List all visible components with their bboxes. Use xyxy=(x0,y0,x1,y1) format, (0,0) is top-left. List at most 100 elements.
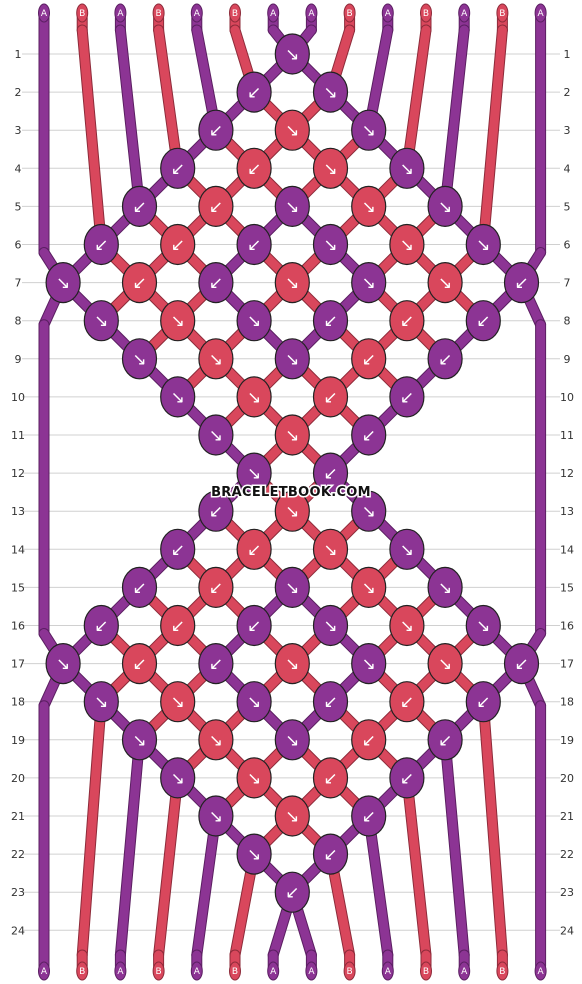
knot-shape xyxy=(312,71,349,113)
knot-arrow: ↙ xyxy=(323,769,337,789)
row-number-right: 9 xyxy=(564,353,571,366)
knot-arrow: ↘ xyxy=(438,197,452,217)
knot-arrow: ↘ xyxy=(56,655,70,675)
knot: ↙ xyxy=(198,185,234,227)
knot: ↘ xyxy=(274,490,310,532)
knot-arrow: ↙ xyxy=(209,502,223,522)
knot: ↙ xyxy=(236,147,272,189)
row-number-right: 21 xyxy=(560,810,574,823)
knot-shape xyxy=(274,490,310,532)
knot: ↘ xyxy=(198,414,234,456)
string-label-bottom-marker xyxy=(114,961,127,981)
knot-shape xyxy=(427,719,463,761)
knot-shape xyxy=(389,147,425,189)
knot: ↘ xyxy=(312,71,349,113)
knot-shape xyxy=(160,604,196,647)
knot: ↘ xyxy=(312,147,349,189)
knot: ↘ xyxy=(274,262,310,304)
knot: ↙ xyxy=(198,642,234,685)
string-label-top: A xyxy=(194,9,201,19)
string-label-top-marker xyxy=(381,3,394,23)
string-label-top-marker xyxy=(534,3,547,23)
knot-shape xyxy=(274,566,310,609)
knot: ↙ xyxy=(274,871,310,913)
row-number-right: 1 xyxy=(564,48,571,61)
knot-shape xyxy=(236,71,272,113)
knot-shape xyxy=(274,338,310,380)
knot-arrow: ↘ xyxy=(438,655,452,675)
knot-arrow: ↘ xyxy=(285,45,299,65)
knot-shape xyxy=(83,223,119,266)
knot-shape xyxy=(274,262,310,304)
knot: ↘ xyxy=(351,109,387,151)
knot-arrow: ↘ xyxy=(400,540,414,560)
knot: ↙ xyxy=(160,147,196,189)
thread-segment xyxy=(192,811,221,960)
knot-arrow: ↙ xyxy=(132,197,146,217)
knot-shape xyxy=(351,109,387,151)
knot-arrow: ↙ xyxy=(400,388,414,408)
knot: ↘ xyxy=(351,185,387,227)
knot: ↘ xyxy=(121,719,158,761)
knot: ↘ xyxy=(45,262,81,304)
knot-shape xyxy=(198,262,234,304)
knot-arrow: ↘ xyxy=(247,845,261,865)
knot-arrow: ↙ xyxy=(132,655,146,675)
knot-arrow: ↙ xyxy=(209,197,223,217)
string-label-top: B xyxy=(347,9,353,19)
knot-arrow: ↙ xyxy=(247,159,261,179)
knot-arrow: ↘ xyxy=(132,731,146,751)
knots: ↘↙↘↙↘↘↙↙↘↘↙↙↘↘↘↙↙↙↘↘↘↘↙↙↘↘↘↙↘↘↘↙↙↙↘↘↘↙↙↘… xyxy=(45,33,540,913)
row-number-right: 7 xyxy=(564,277,571,290)
row-number-right: 8 xyxy=(564,315,571,328)
knot-shape xyxy=(427,262,463,304)
row-number-left: 13 xyxy=(11,505,25,518)
knot-shape xyxy=(83,300,119,342)
knot-arrow: ↘ xyxy=(285,578,299,598)
row-number-right: 12 xyxy=(560,467,574,480)
knot-arrow: ↙ xyxy=(514,655,528,675)
knot: ↘ xyxy=(274,642,310,685)
knot: ↙ xyxy=(503,262,540,304)
thread-segment xyxy=(440,735,469,960)
knot-shape xyxy=(274,109,310,151)
knot-arrow: ↘ xyxy=(209,807,223,827)
knot-arrow: ↘ xyxy=(94,312,108,332)
knot-shape xyxy=(274,795,310,837)
knot-arrow: ↙ xyxy=(362,731,376,751)
knot: ↘ xyxy=(389,223,425,266)
knot: ↙ xyxy=(198,566,234,609)
knot-arrow: ↘ xyxy=(171,693,185,713)
thread-segment xyxy=(77,697,106,960)
knot-arrow: ↘ xyxy=(285,655,299,675)
knot-arrow: ↘ xyxy=(362,197,376,217)
knot-arrow: ↙ xyxy=(323,464,337,484)
knot: ↘ xyxy=(236,376,272,418)
string-label-bottom: B xyxy=(156,967,162,977)
knot-arrow: ↘ xyxy=(285,502,299,522)
knot: ↙ xyxy=(312,452,349,494)
thread-segment xyxy=(115,25,144,211)
knot-shape xyxy=(198,414,234,456)
knot-arrow: ↙ xyxy=(285,883,299,903)
knot: ↙ xyxy=(312,300,349,342)
string-label-bottom: A xyxy=(461,967,468,977)
knot-shape xyxy=(312,452,349,494)
string-label-top-marker xyxy=(38,3,50,23)
knot-arrow: ↘ xyxy=(285,426,299,446)
knot-arrow: ↙ xyxy=(362,807,376,827)
string-label-bottom: A xyxy=(194,967,201,977)
row-number-left: 3 xyxy=(15,124,22,137)
knot: ↙ xyxy=(351,719,387,761)
knot-shape xyxy=(351,795,387,837)
knot-arrow: ↘ xyxy=(362,121,376,141)
knot-arrow: ↘ xyxy=(400,236,414,256)
row-number-right: 16 xyxy=(560,620,574,633)
string-label-bottom: B xyxy=(347,967,353,977)
thread-segment xyxy=(440,25,469,211)
knot: ↙ xyxy=(465,681,501,723)
knot-arrow: ↙ xyxy=(476,693,490,713)
knot-arrow: ↘ xyxy=(247,693,261,713)
knot-shape xyxy=(160,223,196,266)
string-label-top-marker xyxy=(305,3,318,23)
